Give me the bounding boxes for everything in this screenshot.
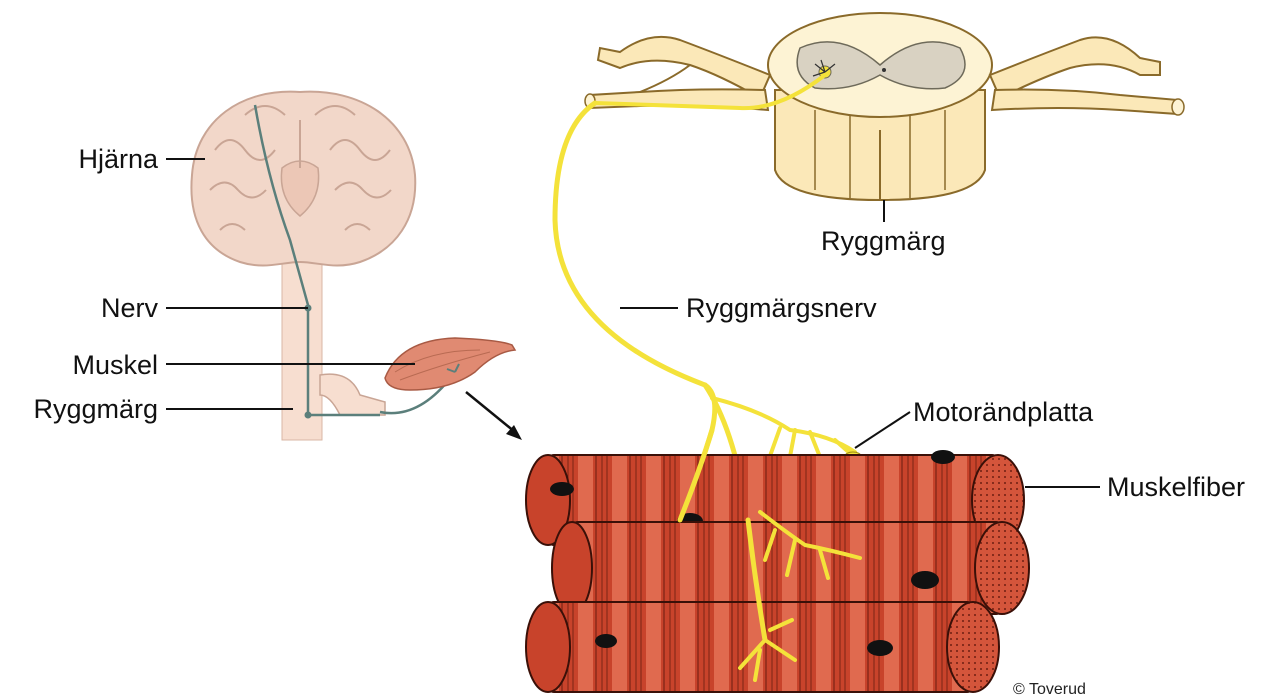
copyright-text: © Toverud <box>1013 681 1086 698</box>
label-ryggmargsnerv: Ryggmärgsnerv <box>686 293 877 323</box>
leader-motorandplatta <box>855 412 910 448</box>
label-ryggmarg-left: Ryggmärg <box>33 394 158 424</box>
label-motorandplatta: Motorändplatta <box>913 397 1094 427</box>
label-nerv: Nerv <box>101 293 159 323</box>
label-muskelfiber: Muskelfiber <box>1107 472 1245 502</box>
label-hjarna: Hjärna <box>78 144 159 174</box>
pointer-arrow <box>466 392 522 440</box>
label-ryggmarg-top: Ryggmärg <box>821 226 946 256</box>
muscle-fiber-bundle <box>526 430 1029 692</box>
label-muskel: Muskel <box>72 350 158 380</box>
